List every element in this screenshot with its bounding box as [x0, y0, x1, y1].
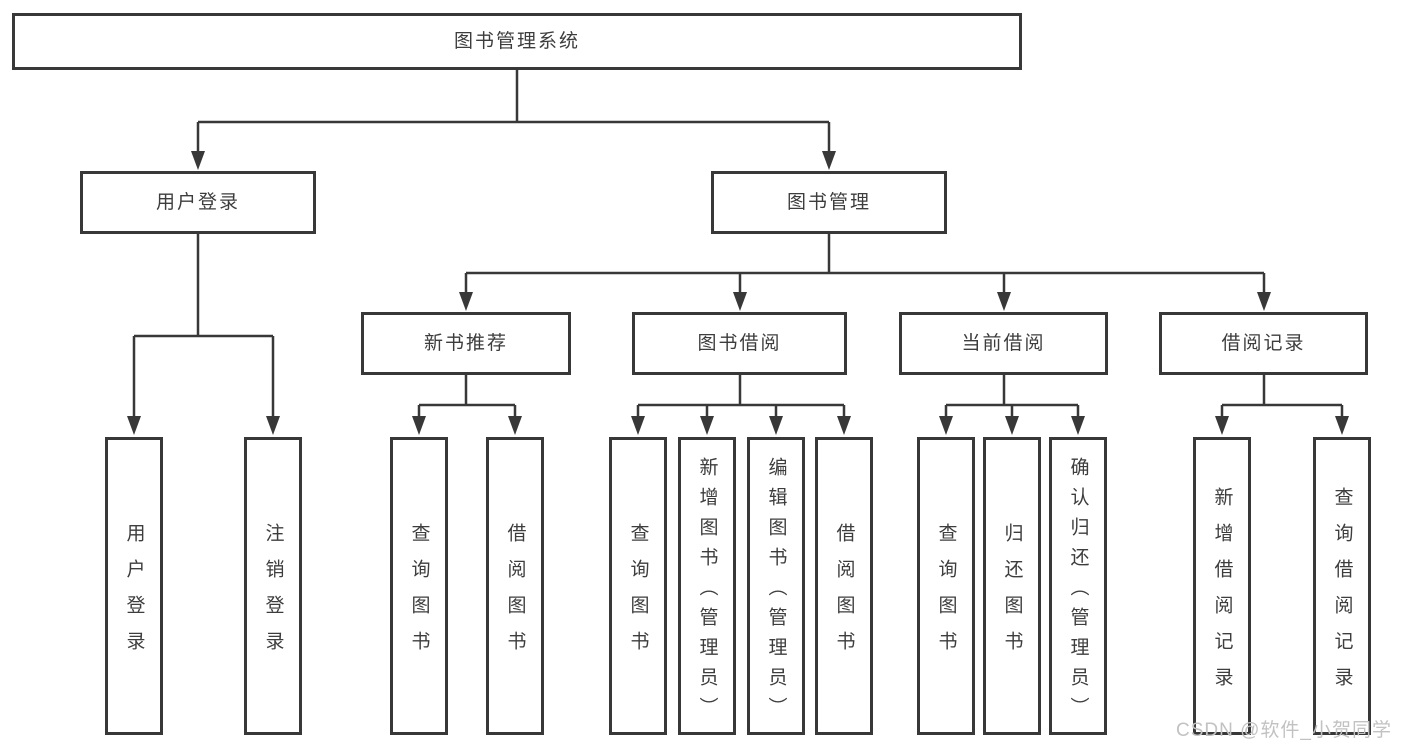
- arrowhead: [191, 151, 205, 170]
- arrowhead: [1335, 416, 1349, 435]
- arrowhead: [837, 416, 851, 435]
- watermark: CSDN @软件_小贺同学: [1176, 720, 1392, 741]
- node-library-system: 图书管理系统: [12, 13, 1022, 70]
- node-current-borrow: 当前借阅: [899, 312, 1108, 375]
- leaf-query-books-current: 查询图书: [917, 437, 975, 735]
- leaf-label: 用户登录: [123, 522, 145, 667]
- leaf-label: 注销登录: [262, 522, 284, 667]
- leaf-label: 编辑图书（管理员）: [765, 456, 787, 727]
- leaf-label: 查询图书: [935, 522, 957, 667]
- leaf-edit-book-admin: 编辑图书（管理员）: [747, 437, 805, 735]
- node-label: 图书管理: [786, 192, 871, 213]
- arrowhead: [1005, 416, 1019, 435]
- leaf-user-login: 用户登录: [105, 437, 163, 735]
- leaf-label: 查询借阅记录: [1331, 486, 1353, 703]
- leaf-label: 借阅图书: [833, 522, 855, 667]
- arrowhead: [1071, 416, 1085, 435]
- node-user-login: 用户登录: [80, 171, 316, 234]
- arrowhead: [266, 416, 280, 435]
- node-label: 借阅记录: [1221, 333, 1306, 354]
- arrowhead: [997, 292, 1011, 311]
- leaf-confirm-return-admin: 确认归还（管理员）: [1049, 437, 1107, 735]
- arrowhead: [700, 416, 714, 435]
- arrowhead: [127, 416, 141, 435]
- arrowhead: [822, 151, 836, 170]
- leaf-label: 查询图书: [408, 522, 430, 667]
- leaf-label: 归还图书: [1001, 522, 1023, 667]
- node-label: 图书借阅: [697, 333, 782, 354]
- node-book-management: 图书管理: [711, 171, 947, 234]
- node-borrow-records: 借阅记录: [1159, 312, 1368, 375]
- leaf-borrow-books: 借阅图书: [815, 437, 873, 735]
- leaf-logout: 注销登录: [244, 437, 302, 735]
- leaf-query-books-recommend: 查询图书: [390, 437, 448, 735]
- node-label: 新书推荐: [423, 333, 508, 354]
- arrowhead: [939, 416, 953, 435]
- leaf-add-book-admin: 新增图书（管理员）: [678, 437, 736, 735]
- arrowhead: [412, 416, 426, 435]
- node-label: 用户登录: [155, 192, 240, 213]
- leaf-label: 确认归还（管理员）: [1067, 456, 1089, 727]
- node-book-borrow: 图书借阅: [632, 312, 847, 375]
- arrowhead: [1215, 416, 1229, 435]
- arrowhead: [459, 292, 473, 311]
- node-label: 当前借阅: [961, 333, 1046, 354]
- arrowhead: [631, 416, 645, 435]
- arrowhead: [769, 416, 783, 435]
- leaf-label: 借阅图书: [504, 522, 526, 667]
- arrowhead: [733, 292, 747, 311]
- arrowhead: [508, 416, 522, 435]
- leaf-query-books-borrow: 查询图书: [609, 437, 667, 735]
- leaf-add-borrow-record: 新增借阅记录: [1193, 437, 1251, 735]
- leaf-label: 新增借阅记录: [1211, 486, 1233, 703]
- leaf-borrow-books-recommend: 借阅图书: [486, 437, 544, 735]
- leaf-query-borrow-record: 查询借阅记录: [1313, 437, 1371, 735]
- node-label: 图书管理系统: [453, 31, 580, 52]
- node-new-book-recommend: 新书推荐: [361, 312, 571, 375]
- leaf-label: 查询图书: [627, 522, 649, 667]
- leaf-label: 新增图书（管理员）: [696, 456, 718, 727]
- arrowhead: [1257, 292, 1271, 311]
- leaf-return-book: 归还图书: [983, 437, 1041, 735]
